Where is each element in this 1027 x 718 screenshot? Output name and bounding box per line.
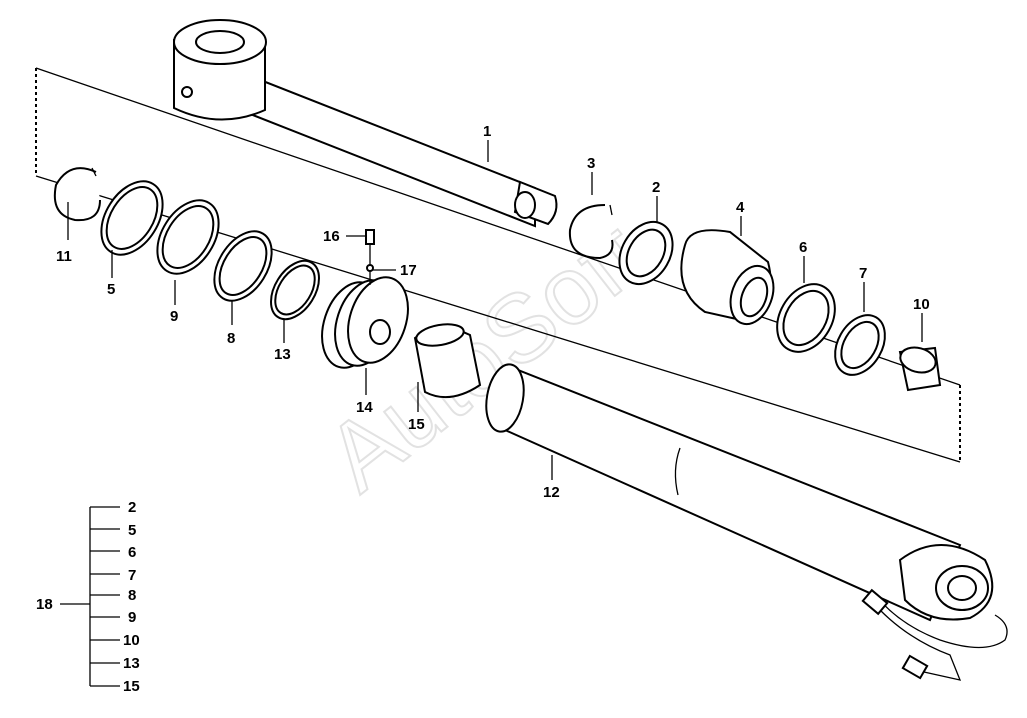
callout-1: 1 bbox=[483, 123, 491, 140]
callout-labels: 1 3 2 4 6 7 10 11 5 9 8 13 14 15 12 16 1… bbox=[56, 123, 930, 501]
kit-item: 5 bbox=[128, 522, 136, 539]
seal-ring-8 bbox=[213, 230, 273, 302]
callout-16: 16 bbox=[323, 228, 340, 245]
callout-7: 7 bbox=[859, 265, 867, 282]
snap-ring-3 bbox=[568, 204, 614, 260]
kit-item: 15 bbox=[123, 678, 140, 695]
kit-item-list: 2 5 6 7 8 9 10 13 15 bbox=[123, 499, 140, 695]
callout-9: 9 bbox=[170, 308, 178, 325]
seal-ring-9 bbox=[156, 199, 220, 275]
callout-8: 8 bbox=[227, 330, 235, 347]
cylinder-barrel-12 bbox=[485, 363, 1008, 681]
callout-14: 14 bbox=[356, 399, 373, 416]
kit-item: 7 bbox=[128, 567, 136, 584]
kit-bracket bbox=[60, 506, 120, 687]
callout-11: 11 bbox=[56, 248, 72, 265]
kit-item: 13 bbox=[123, 655, 140, 672]
seal-ring-6 bbox=[776, 283, 836, 353]
kit-item: 9 bbox=[128, 609, 136, 626]
callout-10: 10 bbox=[913, 296, 930, 313]
guide-ring-15 bbox=[413, 323, 482, 399]
callout-17: 17 bbox=[400, 262, 417, 279]
kit-item: 6 bbox=[128, 544, 136, 561]
wiper-seal-2 bbox=[618, 221, 674, 285]
seal-ring-7 bbox=[834, 314, 886, 376]
callout-15: 15 bbox=[408, 416, 425, 433]
kit-item: 2 bbox=[128, 499, 136, 516]
callout-6: 6 bbox=[799, 239, 807, 256]
seal-ring-13 bbox=[270, 259, 320, 321]
set-screw-16 bbox=[365, 229, 375, 285]
callout-13: 13 bbox=[274, 346, 291, 363]
bushing-10 bbox=[898, 346, 942, 392]
callout-2: 2 bbox=[652, 179, 660, 196]
kit-item: 8 bbox=[128, 587, 136, 604]
callout-4: 4 bbox=[736, 199, 745, 216]
kit-label-18: 18 bbox=[36, 596, 53, 613]
ball-17 bbox=[366, 264, 374, 272]
callout-12: 12 bbox=[543, 484, 560, 501]
seal-ring-5 bbox=[100, 180, 164, 256]
leader-lines bbox=[67, 140, 923, 480]
callout-5: 5 bbox=[107, 281, 115, 298]
kit-item: 10 bbox=[123, 632, 140, 649]
callout-3: 3 bbox=[587, 155, 595, 172]
snap-ring-11 bbox=[53, 167, 101, 222]
piston-14 bbox=[321, 276, 409, 369]
piston-rod bbox=[173, 19, 558, 228]
cylinder-head-4 bbox=[680, 229, 775, 326]
